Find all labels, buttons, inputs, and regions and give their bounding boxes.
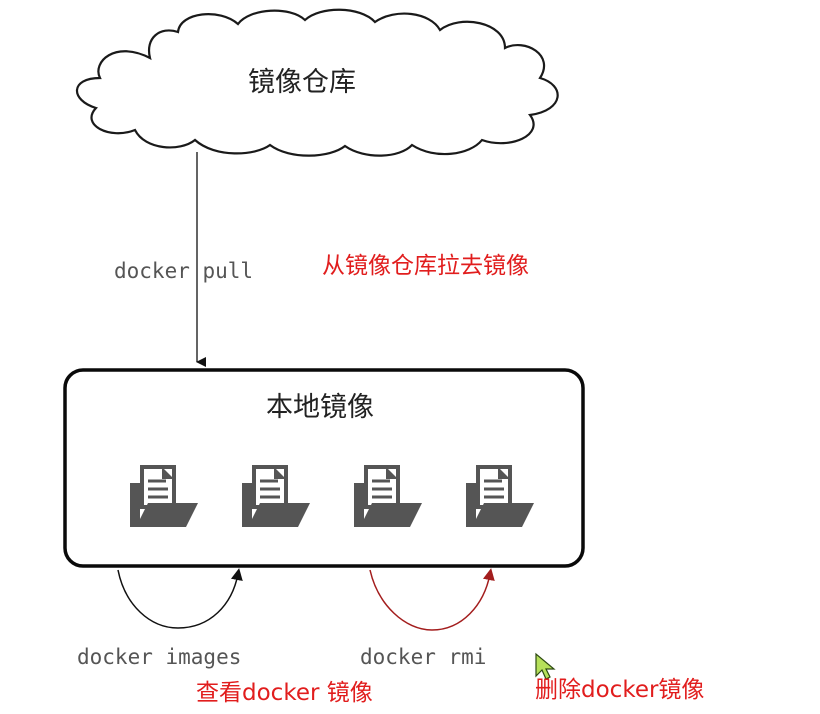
folder-document-icon xyxy=(466,465,534,527)
mouse-cursor-icon xyxy=(535,652,556,680)
registry-title: 镜像仓库 xyxy=(248,67,356,98)
rmi-loop-arrow xyxy=(369,568,495,631)
rmi-annotation: 删除docker镜像 xyxy=(535,677,705,703)
folder-document-icon xyxy=(242,465,310,527)
registry-cloud xyxy=(75,8,559,157)
images-loop-arrow xyxy=(117,568,243,629)
images-annotation: 查看docker 镜像 xyxy=(196,680,373,706)
pull-annotation: 从镜像仓库拉去镜像 xyxy=(322,253,529,279)
local-image-title: 本地镜像 xyxy=(266,392,374,423)
docker-rmi-command: docker rmi xyxy=(360,645,487,669)
local-image-box xyxy=(63,368,585,568)
docker-pull-command: docker pull xyxy=(114,259,254,283)
folder-document-icon xyxy=(354,465,422,527)
folder-document-icon xyxy=(130,465,198,527)
docker-images-command: docker images xyxy=(77,645,242,669)
